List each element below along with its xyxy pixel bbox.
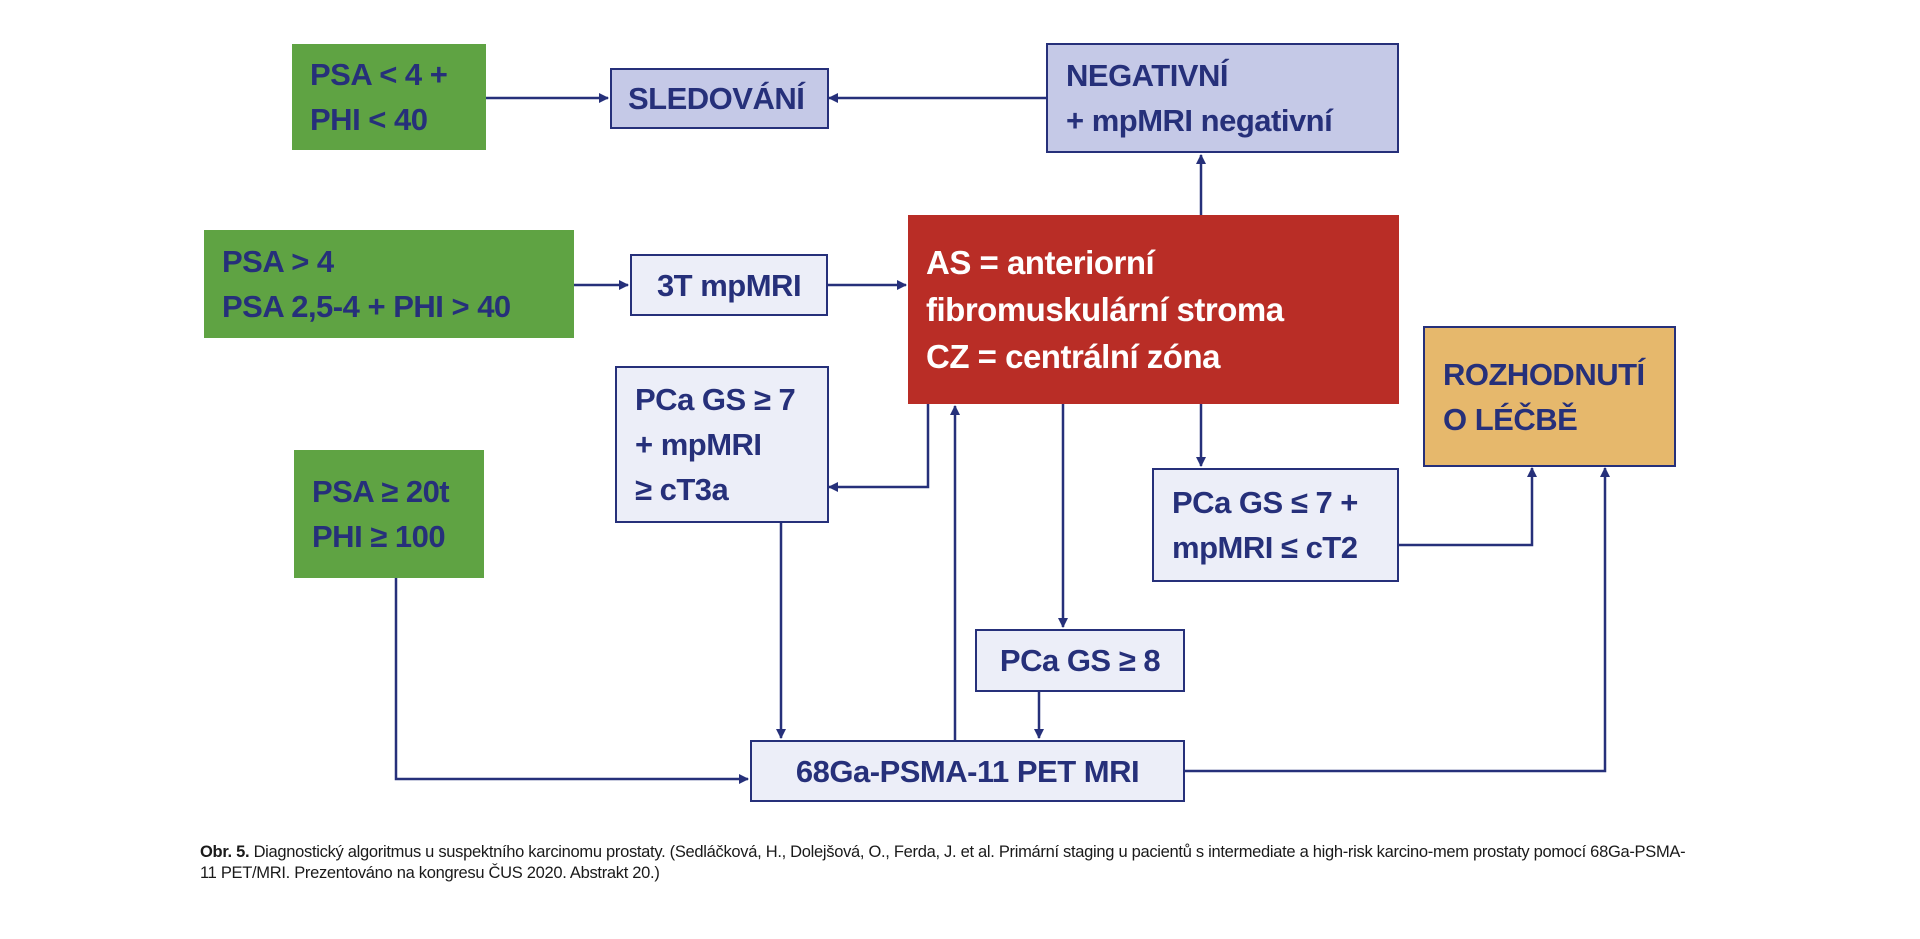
caption-text: Diagnostický algoritmus u suspektního ka… — [200, 843, 1686, 882]
edge-psa-high-to-pet-mri — [394, 578, 749, 784]
node-line: PSA ≥ 20t — [312, 474, 450, 509]
node-line: fibromuskulární stroma — [926, 291, 1284, 328]
node-line: CZ = centrální zóna — [926, 338, 1220, 375]
edge-pet-mri-to-rozhodnuti — [1185, 467, 1610, 773]
node-line: PSA 2,5-4 + PHI > 40 — [222, 289, 511, 324]
node-line: PHI ≥ 100 — [312, 519, 446, 554]
node-line: mpMRI ≤ cT2 — [1172, 530, 1358, 565]
node-rozhodnuti: ROZHODNUTÍ O LÉČBĚ — [1423, 326, 1676, 467]
node-line: 68Ga-PSMA-11 PET MRI — [795, 753, 1140, 789]
node-line: SLEDOVÁNÍ — [628, 81, 805, 116]
node-line: PCa GS ≥ 7 — [635, 382, 796, 417]
node-line: ≥ cT3a — [635, 472, 729, 507]
node-line: + mpMRI — [635, 427, 762, 462]
node-line: 3T mpMRI — [656, 267, 802, 303]
node-central-as-cz: AS = anteriorní fibromuskulární stroma C… — [908, 215, 1399, 404]
node-line: PCa GS ≥ 8 — [999, 643, 1161, 678]
node-psa-high: PSA ≥ 20t PHI ≥ 100 — [294, 450, 484, 578]
node-line: + mpMRI negativní — [1066, 103, 1333, 138]
node-line: PCa GS ≤ 7 + — [1172, 485, 1358, 520]
node-psa-mid: PSA > 4 PSA 2,5-4 + PHI > 40 — [204, 230, 574, 338]
node-line: AS = anteriorní — [926, 244, 1155, 281]
node-line: NEGATIVNÍ — [1066, 58, 1229, 93]
node-sledovani: SLEDOVÁNÍ — [610, 68, 829, 129]
node-line: ROZHODNUTÍ — [1443, 356, 1645, 392]
node-line: PSA > 4 — [222, 244, 334, 279]
node-3t-mpmri: 3T mpMRI — [630, 254, 828, 316]
node-psa-low: PSA < 4 + PHI < 40 — [292, 44, 486, 150]
node-pet-mri: 68Ga-PSMA-11 PET MRI — [750, 740, 1185, 802]
node-line: PHI < 40 — [310, 102, 428, 137]
edge-pca-gs7-t2-to-rozhodnuti — [1399, 467, 1537, 547]
node-line: O LÉČBĚ — [1443, 401, 1578, 437]
figure-caption: Obr. 5. Diagnostický algoritmus u suspek… — [200, 842, 1700, 884]
node-pca-gs8: PCa GS ≥ 8 — [975, 629, 1185, 692]
node-negativni: NEGATIVNÍ + mpMRI negativní — [1046, 43, 1399, 153]
caption-label: Obr. 5. — [200, 843, 250, 861]
node-pca-gs7-t2: PCa GS ≤ 7 + mpMRI ≤ cT2 — [1152, 468, 1399, 582]
edge-central-to-pca-gs7-t3a — [828, 404, 930, 492]
node-pca-gs7-t3a: PCa GS ≥ 7 + mpMRI ≥ cT3a — [615, 366, 829, 523]
node-line: PSA < 4 + — [310, 57, 448, 92]
